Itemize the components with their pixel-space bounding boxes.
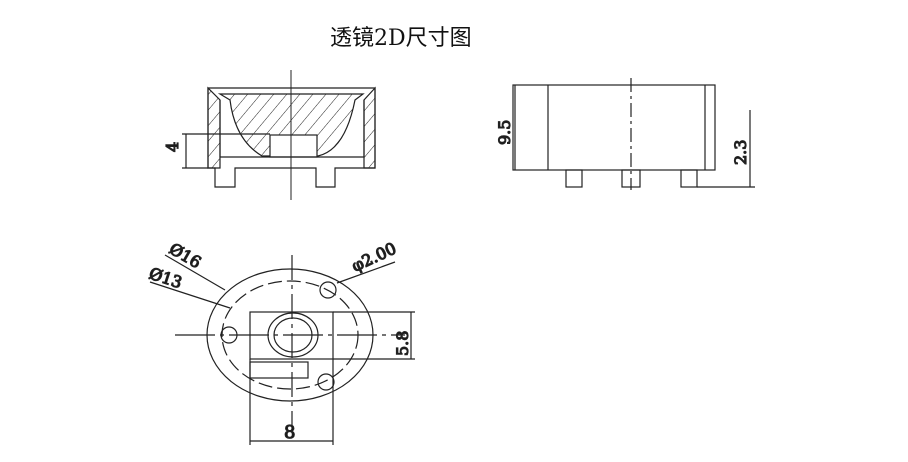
dim-square-height: 5.8 (393, 331, 412, 356)
dim-square-width: 8 (284, 422, 295, 443)
dim-total-height: 9.5 (495, 120, 514, 145)
section-view: 4 (162, 70, 376, 200)
side-view: 9.5 2.3 (494, 78, 755, 190)
bottom-view: 5.8 8 Ø16 Ø13 φ2.00 (146, 238, 415, 445)
dim-inner-diameter: Ø13 (147, 264, 185, 292)
dim-leg-height: 2.3 (731, 140, 750, 165)
drawing-title: 透镜2D尺寸图 (330, 26, 472, 51)
dim-section-height: 4 (163, 142, 182, 152)
